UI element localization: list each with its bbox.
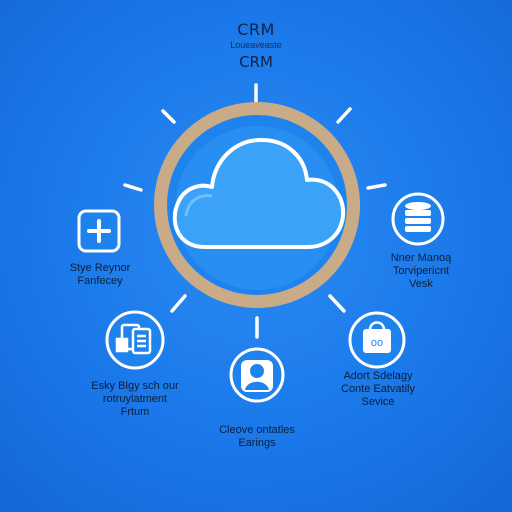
ray-right [366, 183, 387, 190]
node-label-user: Cleove ontatles Earings [196, 424, 318, 450]
user-icon [241, 360, 273, 392]
ray-top-left [161, 109, 176, 124]
header: CRM Loueaveaste CRM [0, 20, 512, 71]
bag-text: oo [371, 337, 383, 349]
node-documents [105, 310, 165, 370]
node-label-documents: Esky Blgy sch our rotruylatment Frtum [70, 380, 200, 419]
node-label-line: Frtum [120, 406, 150, 418]
node-label-line: Adort Sdelagy [343, 370, 413, 382]
node-label-line: Sevice [361, 396, 395, 408]
page-title-repeat: CRM [239, 53, 273, 71]
node-label-plus: Stye Reynor Fanfecey [45, 262, 155, 288]
node-label-line: Earings [238, 437, 276, 449]
node-shopping-bag: oo [348, 311, 406, 369]
node-plus [77, 209, 121, 253]
node-label-line: Cleove ontatles [219, 424, 295, 436]
cloud-icon [172, 137, 346, 249]
node-label-line: Esky Blgy sch our [91, 380, 179, 392]
ray-bottom-right [328, 294, 346, 313]
node-label-line: Vesk [409, 278, 433, 290]
node-database [391, 192, 445, 246]
ray-left [123, 183, 143, 192]
node-label-line: Torvipericnt [392, 265, 450, 277]
node-label-line: Nner Manoą [390, 252, 452, 264]
page-title: CRM [237, 20, 275, 39]
database-icon [405, 202, 431, 232]
page-subtitle: Loueaveaste [230, 40, 282, 50]
node-label-line: rotruylatment [102, 393, 168, 405]
plus-icon [87, 219, 111, 243]
ray-bottom-left [170, 294, 187, 313]
node-label-line: Stye Reynor [69, 262, 131, 274]
ray-lines [123, 83, 387, 339]
documents-icon [115, 323, 152, 355]
node-label-line: Fanfecey [77, 275, 123, 287]
node-user [229, 347, 285, 403]
node-label-database: Nner Manoą Torvipericnt Vesk [362, 252, 480, 291]
ray-top-right [336, 107, 352, 124]
node-label-line: Conte Eatvatily [341, 383, 415, 395]
node-label-shopping-bag: Adort Sdelagy Conte Eatvatily Sevice [322, 370, 434, 409]
shopping-bag-icon: oo [363, 321, 391, 353]
